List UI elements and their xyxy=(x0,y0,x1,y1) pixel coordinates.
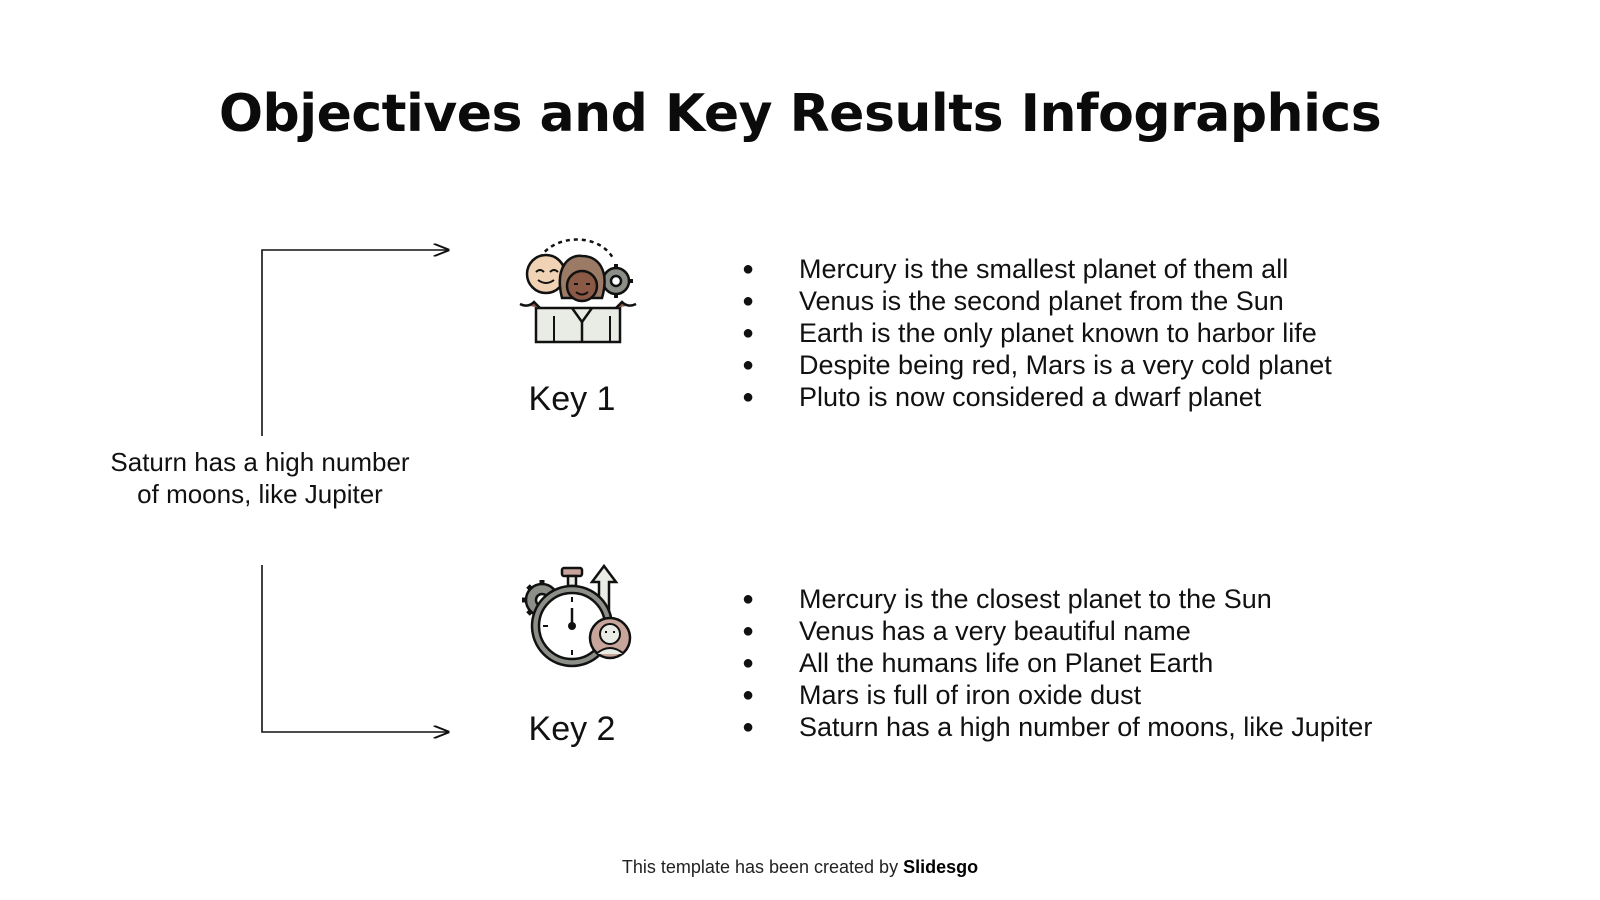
key-2-result-item: ● All the humans life on Planet Earth xyxy=(742,647,1372,679)
result-text: All the humans life on Planet Earth xyxy=(799,648,1214,678)
bullet-icon: ● xyxy=(742,386,755,408)
stopwatch-growth-icon xyxy=(522,563,632,668)
footer-prefix: This template has been created by xyxy=(621,857,904,877)
slide-title: Objectives and Key Results Infographics xyxy=(218,84,1382,144)
objective-text: Saturn has a high number of moons, like … xyxy=(110,447,410,509)
bullet-icon: ● xyxy=(742,588,755,610)
connector-bottom-arrow xyxy=(261,565,448,732)
result-text: Venus is the second planet from the Sun xyxy=(799,286,1284,316)
key-2-results: ● Mercury is the closest planet to the Su… xyxy=(742,583,1372,743)
key-2-result-item: ● Saturn has a high number of moons, like… xyxy=(742,711,1372,743)
key-1-result-item: ● Pluto is now considered a dwarf planet xyxy=(742,381,1332,413)
result-text: Saturn has a high number of moons, like … xyxy=(799,712,1373,742)
result-text: Mercury is the closest planet to the Sun xyxy=(799,584,1272,614)
result-text: Despite being red, Mars is a very cold p… xyxy=(799,350,1332,380)
key-2-result-item: ● Venus has a very beautiful name xyxy=(742,615,1372,647)
result-text: Mars is full of iron oxide dust xyxy=(799,680,1142,710)
footer-brand-link[interactable]: Slidesgo xyxy=(903,857,979,877)
team-collaboration-icon xyxy=(519,238,637,344)
key-1-result-item: ● Mercury is the smallest planet of them … xyxy=(742,253,1332,285)
key-1-result-item: ● Despite being red, Mars is a very cold … xyxy=(742,349,1332,381)
bullet-icon: ● xyxy=(742,716,755,738)
key-1-result-item: ● Venus is the second planet from the Sun xyxy=(742,285,1332,317)
result-text: Mercury is the smallest planet of them a… xyxy=(799,254,1289,284)
bullet-icon: ● xyxy=(742,258,755,280)
result-text: Earth is the only planet known to harbor… xyxy=(799,318,1317,348)
result-text: Pluto is now considered a dwarf planet xyxy=(799,382,1262,412)
connector-top-arrow xyxy=(261,250,448,436)
result-text: Venus has a very beautiful name xyxy=(799,616,1191,646)
bullet-icon: ● xyxy=(742,684,755,706)
key-1-result-item: ● Earth is the only planet known to harbo… xyxy=(742,317,1332,349)
bullet-icon: ● xyxy=(742,322,755,344)
bullet-icon: ● xyxy=(742,354,755,376)
key-1-label: Key 1 xyxy=(528,380,616,418)
key-2-result-item: ● Mercury is the closest planet to the Su… xyxy=(742,583,1372,615)
key-2-label: Key 2 xyxy=(528,710,616,748)
footer-credit: This template has been created by Slides… xyxy=(0,857,1600,878)
bullet-icon: ● xyxy=(742,652,755,674)
key-2-result-item: ● Mars is full of iron oxide dust xyxy=(742,679,1372,711)
key-1-results: ● Mercury is the smallest planet of them … xyxy=(742,253,1332,413)
bullet-icon: ● xyxy=(742,290,755,312)
bullet-icon: ● xyxy=(742,620,755,642)
